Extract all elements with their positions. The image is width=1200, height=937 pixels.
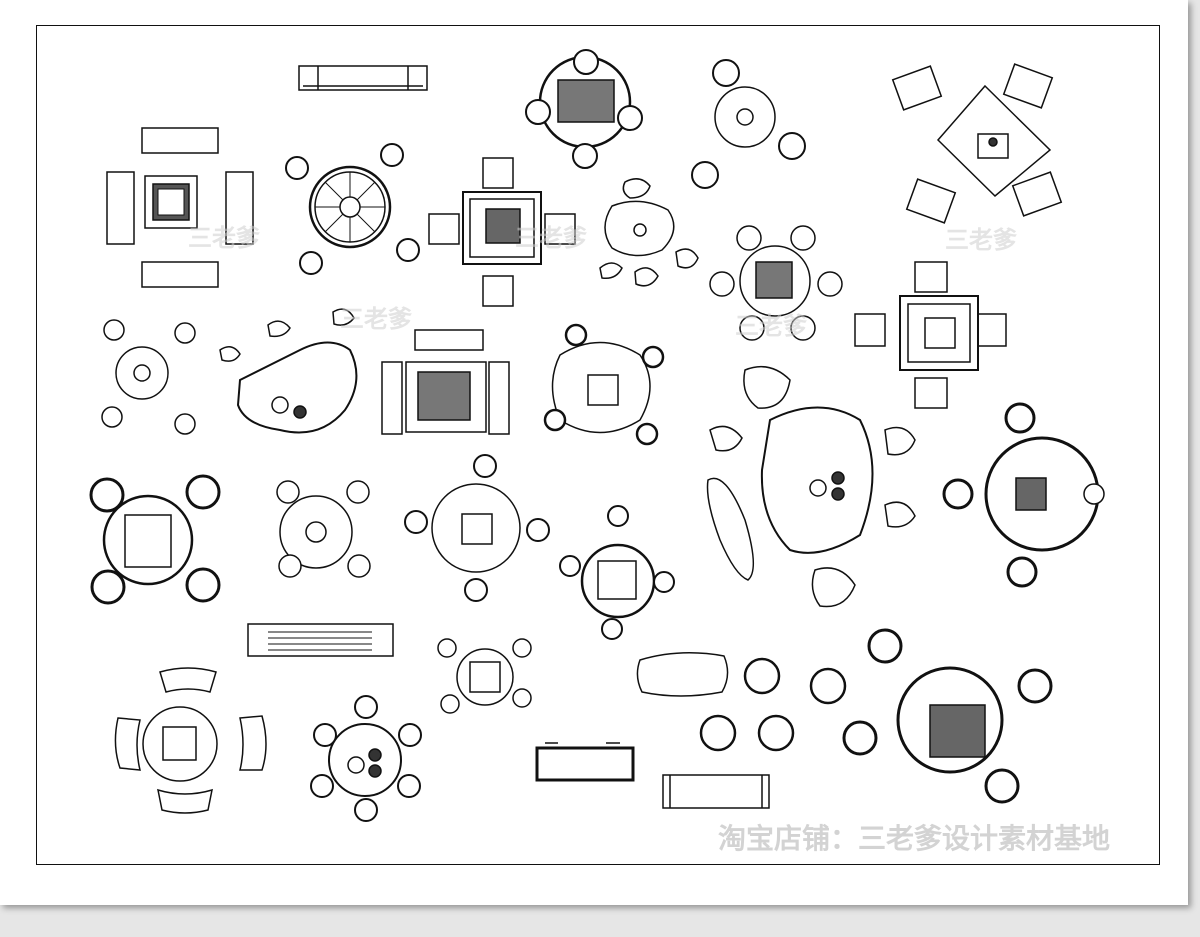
- bench-bottom-right: [662, 774, 770, 809]
- rounded-stone-table: [543, 323, 665, 446]
- watermark-text: 三老爹: [735, 312, 808, 340]
- round-chess-table-six: [709, 225, 843, 341]
- drum-stools-cluster: [699, 657, 847, 752]
- drum-table-bottom-right: [842, 628, 1053, 804]
- flat-bench-bottom: [535, 742, 635, 782]
- chess-square-table: [428, 157, 576, 307]
- round-table-six-stools: [310, 695, 422, 822]
- square-table-with-benches: [106, 127, 254, 288]
- watermark-text: 三老爹: [515, 224, 588, 252]
- watermark-text: 三老爹: [188, 224, 261, 252]
- large-rock-table: [706, 365, 916, 608]
- shop-label: 淘宝店铺：三老爹设计素材基地: [718, 822, 1110, 855]
- rotated-square-table: [891, 63, 1063, 224]
- round-table-four-stools: [691, 59, 806, 189]
- watermark-text: 三老爹: [340, 305, 413, 333]
- small-round-table-bottom: [437, 638, 532, 714]
- round-table-small-stools: [101, 319, 196, 435]
- stone-slab: [636, 652, 729, 697]
- square-table-stools-right: [854, 261, 1007, 409]
- bench-top-left: [298, 65, 428, 91]
- spoked-round-table: [285, 143, 420, 275]
- stone-tea-table: [599, 178, 699, 287]
- calligraphy-round-table: [89, 474, 221, 605]
- big-round-chess-table: [942, 402, 1105, 588]
- round-table-curved-benches: [114, 667, 267, 814]
- drawing-frame: [36, 25, 1160, 865]
- round-table-curved-stools: [276, 480, 371, 578]
- watermark-text: 三老爹: [945, 226, 1018, 254]
- round-grid-table: [559, 505, 675, 640]
- rock-island-table: [219, 308, 358, 434]
- chess-table-with-benches: [381, 329, 510, 435]
- round-chess-table-top: [525, 49, 643, 169]
- striped-bench: [247, 623, 394, 657]
- round-table-flower-stools: [404, 454, 550, 602]
